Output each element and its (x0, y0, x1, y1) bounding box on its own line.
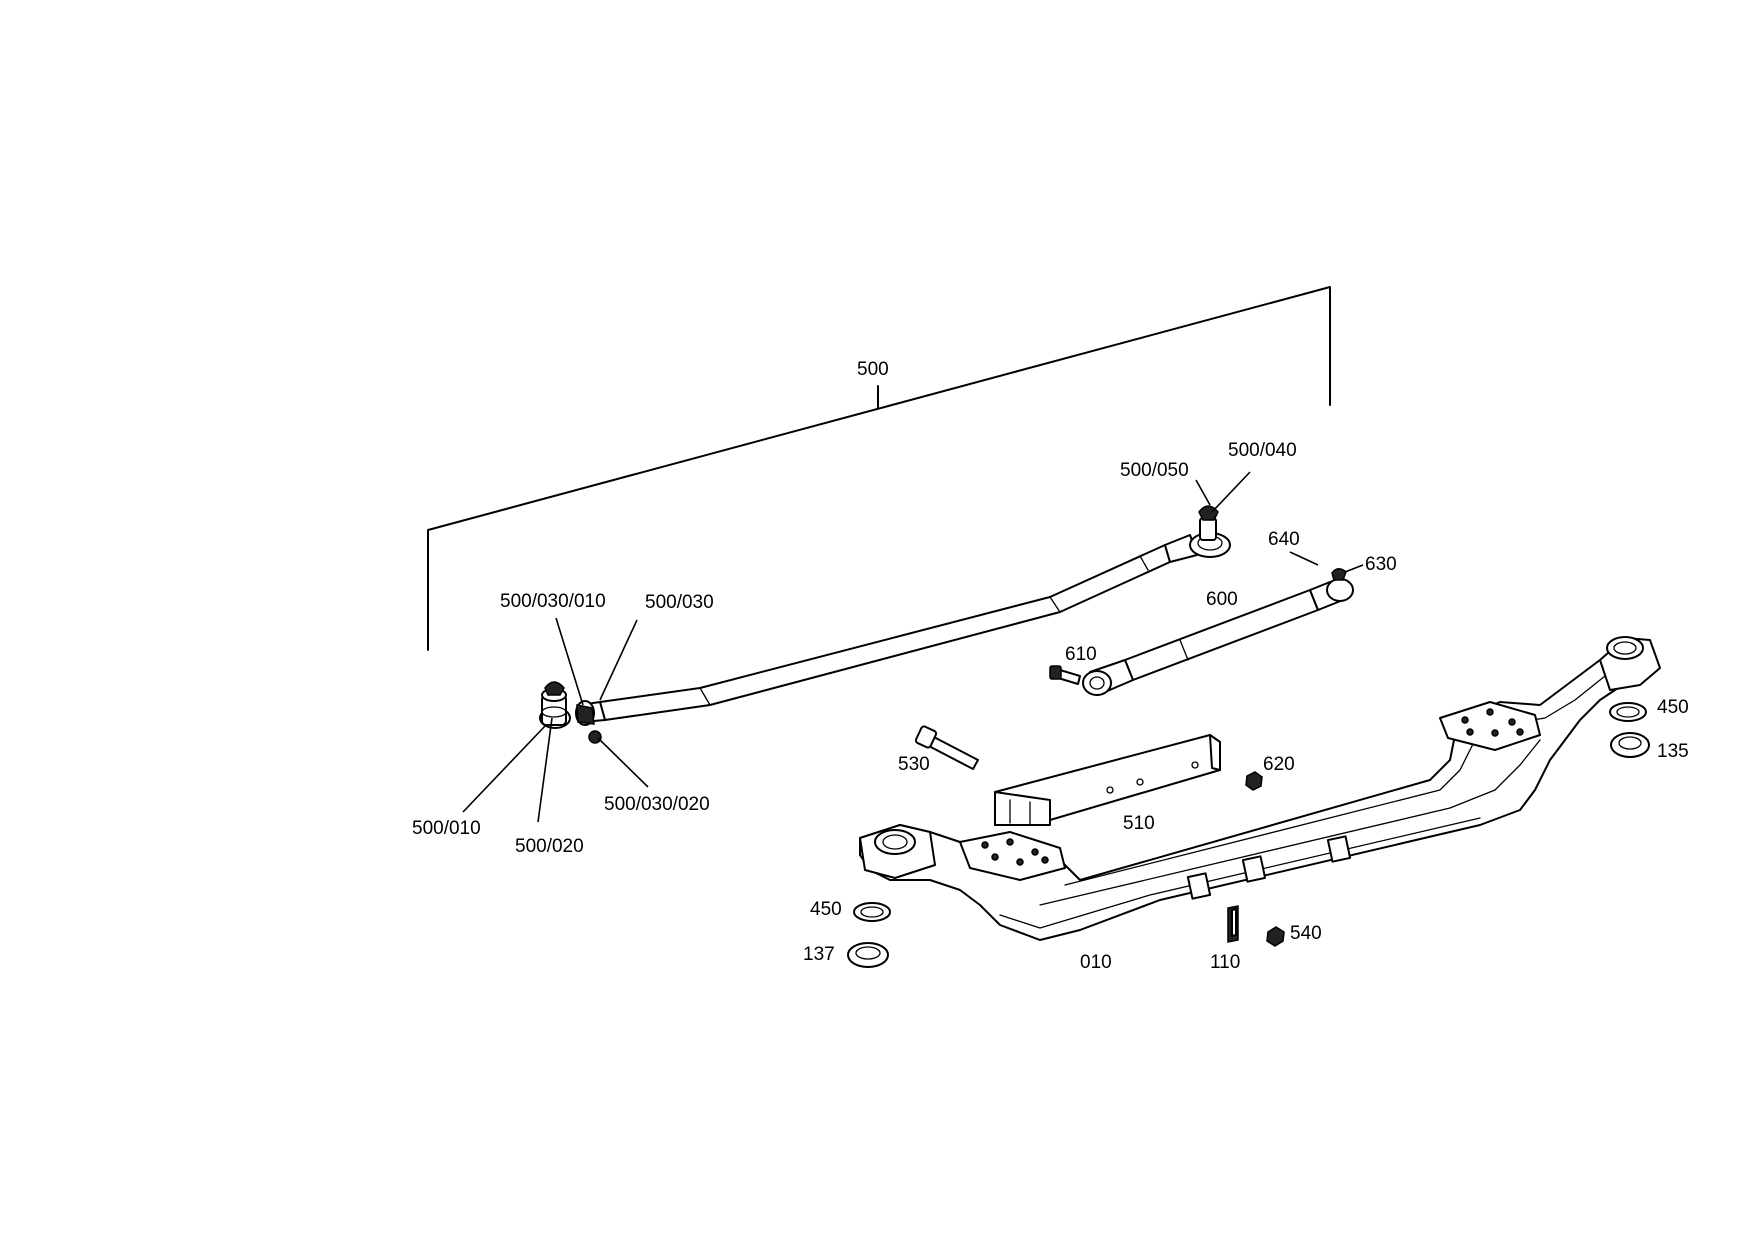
label-500-010: 500/010 (412, 818, 481, 839)
washer-450-left (853, 902, 891, 922)
rod-600 (1082, 568, 1354, 696)
bolt-530 (914, 725, 979, 770)
label-500-040: 500/040 (1228, 440, 1297, 461)
label-500-030: 500/030 (645, 592, 714, 613)
tie-rod-500 (539, 505, 1231, 744)
label-135: 135 (1657, 741, 1689, 762)
label-137: 137 (803, 944, 835, 965)
label-500: 500 (857, 359, 889, 380)
label-640: 640 (1268, 529, 1300, 550)
label-500-020: 500/020 (515, 836, 584, 857)
leader-lines (462, 471, 1364, 823)
washer-450-right (1609, 702, 1647, 722)
label-510: 510 (1123, 813, 1155, 834)
label-620: 620 (1263, 754, 1295, 775)
label-530: 530 (898, 754, 930, 775)
label-500-030-010: 500/030/010 (500, 591, 606, 612)
bushing-137 (847, 942, 889, 968)
label-450-left: 450 (810, 899, 842, 920)
part-labels: 500 500/050 500/040 640 630 600 500/030/… (412, 359, 1689, 973)
label-450-right: 450 (1657, 697, 1689, 718)
shim-110 (1227, 905, 1239, 943)
label-540: 540 (1290, 923, 1322, 944)
label-600: 600 (1206, 589, 1238, 610)
bracket-510 (994, 734, 1221, 826)
label-610: 610 (1065, 644, 1097, 665)
axle-beam-010 (859, 636, 1661, 941)
label-010: 010 (1080, 952, 1112, 973)
label-500-030-020: 500/030/020 (604, 794, 710, 815)
label-630: 630 (1365, 554, 1397, 575)
bolt-610 (1049, 665, 1081, 685)
nut-540 (1266, 926, 1285, 947)
label-110: 110 (1210, 952, 1240, 973)
bushing-135 (1610, 732, 1650, 758)
nut-620 (1245, 771, 1263, 791)
label-500-050: 500/050 (1120, 460, 1189, 481)
assembly-bracket-500 (427, 286, 1331, 651)
